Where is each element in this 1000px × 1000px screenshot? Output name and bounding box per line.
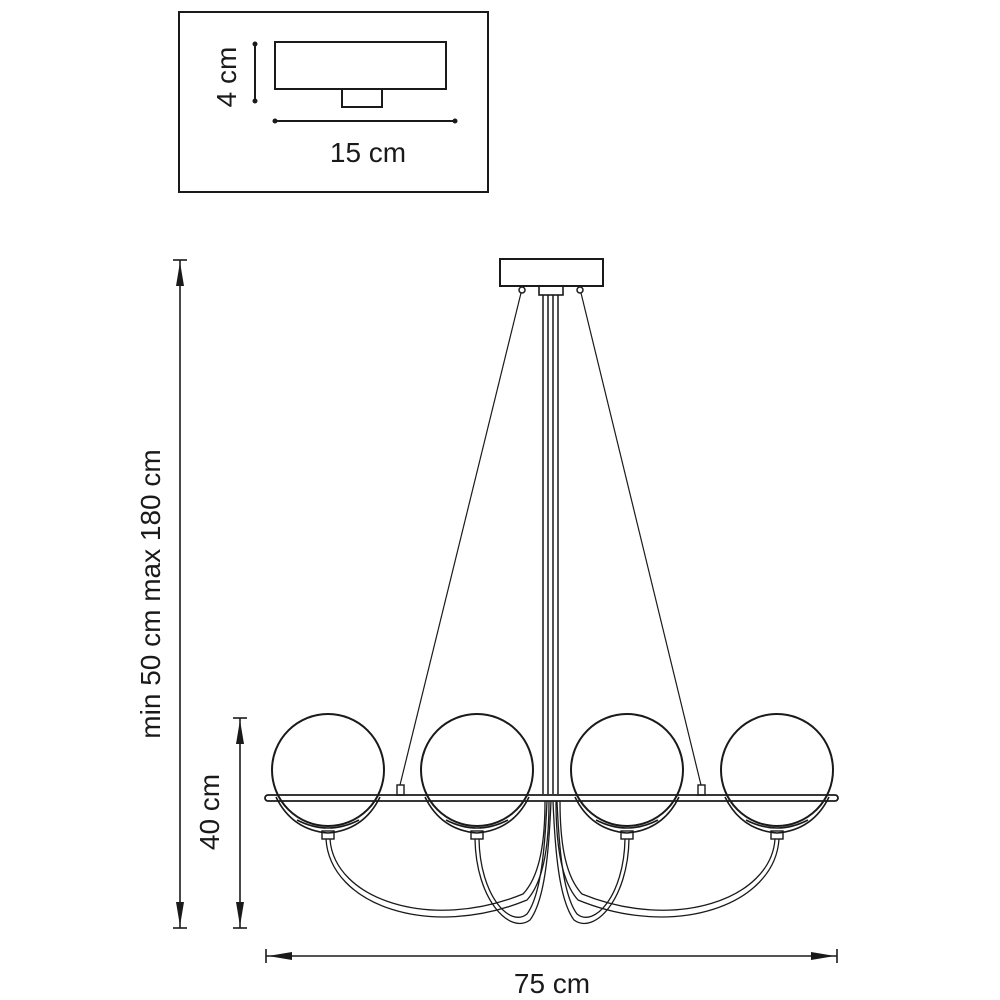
inset-height-dimension-end-top (252, 41, 258, 47)
cable-connector-right (697, 784, 706, 796)
body-height-dimension: 40 cm (194, 717, 247, 929)
chandelier (264, 258, 839, 925)
canopy-stem-cap (538, 285, 564, 296)
arm-3 (552, 800, 630, 925)
support-cable-right (580, 292, 702, 786)
body-height-dimension-arrow-top (236, 720, 244, 744)
width-label: 75 cm (514, 968, 590, 999)
inset-frame (178, 11, 489, 193)
ring-bar (264, 794, 839, 802)
cable-connector-left (396, 784, 405, 796)
drop-dimension-arrow-top (176, 262, 184, 286)
drop-label: min 50 cm max 180 cm (135, 449, 166, 738)
inset-width-dimension-end-left (272, 118, 278, 124)
width-dimension: 75 cm (265, 949, 838, 999)
cable-anchor-left (518, 286, 526, 294)
width-dimension-arrow-left (268, 952, 292, 960)
inset-canopy-mount (341, 88, 383, 108)
globe-shade-2 (420, 713, 534, 840)
cable-anchor-right (576, 286, 584, 294)
canopy (499, 258, 604, 287)
inset-height-label: 4 cm (211, 47, 242, 108)
inset-width-dimension-end-right (452, 118, 458, 124)
globe-shade-4 (720, 713, 834, 840)
arm-4 (555, 800, 780, 918)
inset-height-dimension-end-bottom (252, 98, 258, 104)
drop-dimension: min 50 cm max 180 cm (135, 259, 187, 929)
support-cable-left (399, 292, 522, 786)
inset-width-label: 15 cm (330, 137, 406, 168)
arm-2 (474, 800, 552, 925)
drop-dimension-arrow-bottom (176, 902, 184, 926)
width-dimension-arrow-right (811, 952, 835, 960)
globe-shade-1 (271, 713, 385, 840)
globe-shade-3 (570, 713, 684, 840)
body-height-label: 40 cm (194, 774, 225, 850)
canopy-inset: 4 cm 15 cm (178, 11, 489, 193)
arm-1 (325, 800, 550, 918)
body-height-dimension-arrow-bottom (236, 902, 244, 926)
inset-canopy-body (274, 41, 447, 90)
